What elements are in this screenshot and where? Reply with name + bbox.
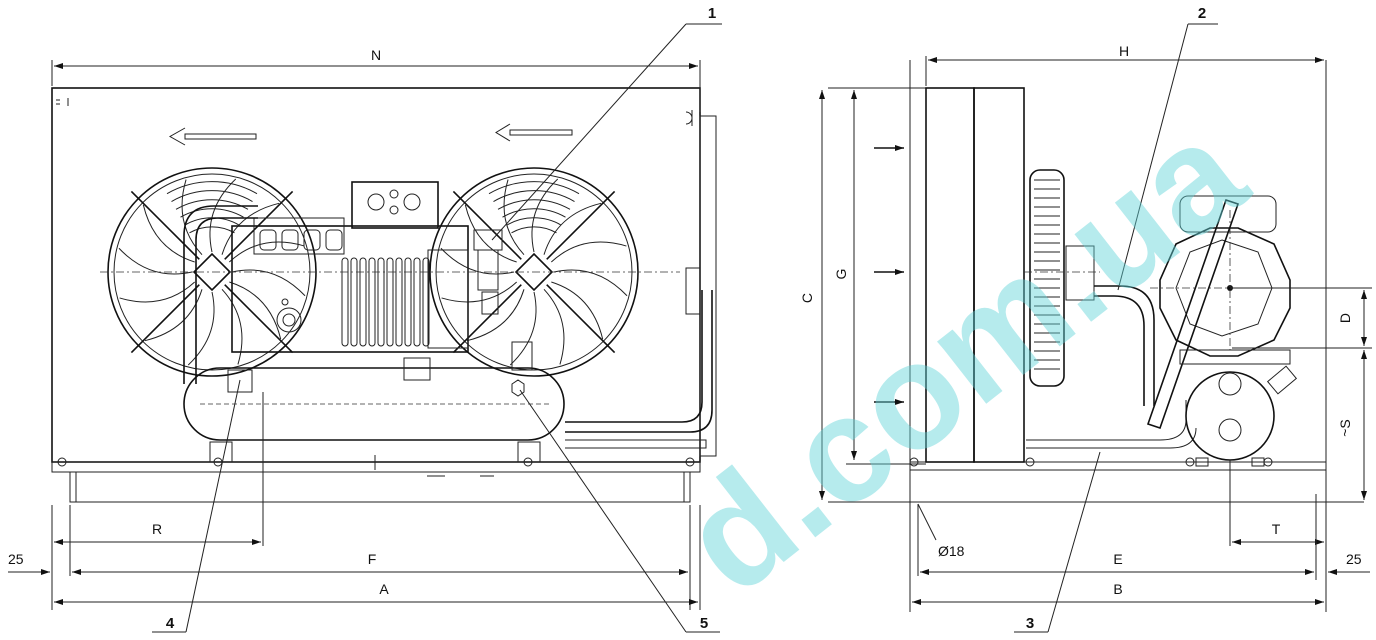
dim-label-B: B (1113, 581, 1122, 597)
side-base (909, 461, 1327, 503)
callout-5: 5 (519, 389, 720, 633)
callout-2: 2 (1117, 5, 1218, 291)
svg-text:2: 2 (1198, 5, 1206, 22)
side-dimensions: H C G D ~S T Ø18 E 25 B (799, 43, 1372, 605)
dim-label-E: E (1113, 551, 1122, 567)
hole-diameter-label: Ø18 (938, 543, 965, 559)
dim-label-C: C (799, 293, 815, 303)
dim-label-D: D (1337, 313, 1353, 323)
receiver-icon (1185, 365, 1298, 467)
callout-4: 4 (152, 379, 241, 633)
airflow-arrow-icon (495, 123, 573, 142)
base-rail (51, 461, 701, 473)
airflow-arrow-icon (168, 127, 257, 146)
fan-icon (429, 167, 639, 377)
unit-housing (51, 87, 701, 463)
callouts: 1 2 3 4 5 (152, 5, 1218, 633)
dim-label-edge-left: 25 (8, 551, 24, 567)
dim-label-N: N (371, 47, 381, 63)
callout-1: 1 (491, 5, 722, 241)
dim-label-G: G (833, 269, 849, 280)
svg-text:1: 1 (708, 5, 716, 22)
condenser-coil-icon (925, 87, 1025, 463)
front-view (51, 87, 717, 503)
compressor-icon (231, 181, 469, 353)
dim-label-T: T (1272, 521, 1281, 537)
dim-label-A: A (379, 581, 389, 597)
dim-label-edge-right: 25 (1346, 551, 1362, 567)
callout-3: 3 (1014, 451, 1101, 633)
svg-text:3: 3 (1026, 615, 1034, 632)
dim-label-R: R (152, 521, 162, 537)
front-dimensions: N R F 25 A (8, 47, 701, 610)
compressor-icon (1146, 195, 1310, 430)
dim-label-F: F (368, 551, 377, 567)
dim-label-H: H (1119, 43, 1129, 59)
side-view (828, 60, 1364, 612)
svg-text:5: 5 (700, 615, 708, 632)
dim-label-S: ~S (1337, 419, 1353, 437)
receiver-icon (183, 341, 565, 463)
fan-icon (107, 167, 317, 377)
svg-text:4: 4 (166, 615, 175, 632)
base-frame (69, 471, 691, 503)
fan-icon (1024, 169, 1100, 387)
